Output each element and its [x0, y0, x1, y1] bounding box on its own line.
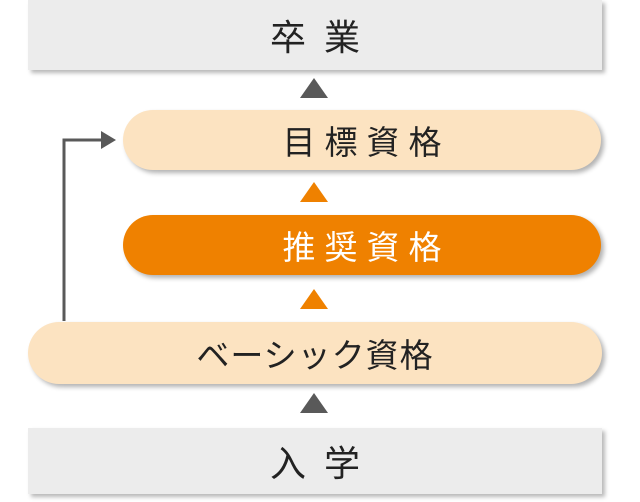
right-arrow-icon-bypass [101, 131, 116, 149]
basic-qualification-label: ベーシック資格 [196, 336, 434, 375]
recommended-qualification-box: 推奨資格 [123, 215, 601, 275]
basic-qualification-box: ベーシック資格 [28, 322, 602, 384]
graduation-label: 卒業 [269, 18, 378, 59]
up-arrow-icon-recommended [300, 182, 328, 202]
bypass-connector-line [62, 138, 104, 321]
up-arrow-icon-basic [300, 289, 328, 309]
entrance-box: 入学 [28, 428, 602, 494]
recommended-qualification-label: 推奨資格 [282, 228, 451, 267]
entrance-label: 入学 [269, 444, 378, 485]
target-qualification-box: 目標資格 [123, 110, 601, 170]
up-arrow-icon-target [300, 78, 328, 98]
up-arrow-icon-entrance [300, 393, 328, 413]
graduation-box: 卒業 [28, 0, 602, 70]
target-qualification-label: 目標資格 [282, 123, 451, 162]
